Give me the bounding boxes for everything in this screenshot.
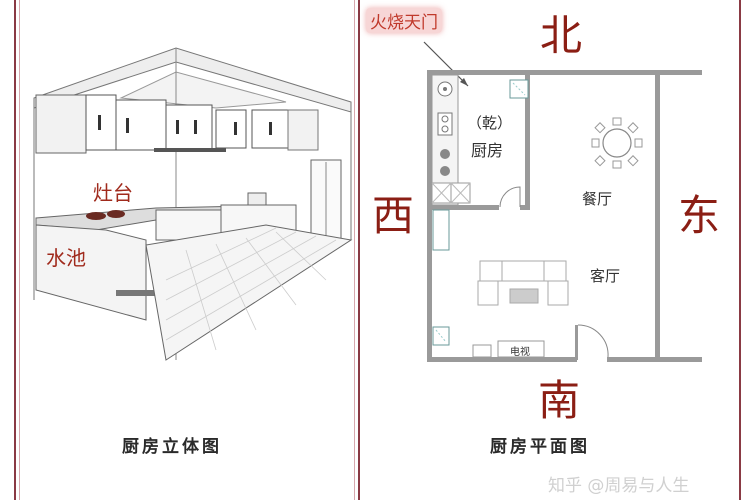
right-panel-frame — [358, 0, 741, 500]
watermark: 知乎 @周易与人生 — [548, 476, 690, 496]
direction-south: 南 — [538, 376, 581, 425]
dining-room-label: 餐厅 — [582, 190, 613, 208]
tv-label: 电视 — [510, 347, 530, 358]
annotation-fire-heaven-gate: 火烧天门 — [366, 8, 442, 33]
wall-north — [427, 70, 702, 75]
kitchen-3d-illustration — [33, 47, 353, 361]
right-panel-caption: 厨房平面图 — [490, 437, 590, 457]
wall-south-right — [607, 357, 702, 362]
left-panel-caption: 厨房立体图 — [122, 437, 222, 457]
stove-label: 灶台 — [93, 181, 133, 205]
wall-kitchen-stub — [520, 205, 530, 210]
floor-plan-fixtures — [431, 74, 643, 358]
wall-east-inner — [655, 70, 660, 362]
wall-south-left — [427, 357, 577, 362]
left-panel-inner-frame — [19, 0, 355, 500]
living-room-label: 客厅 — [590, 267, 621, 285]
wall-door-jamb — [575, 325, 578, 360]
kitchen-trigram-label: （乾） — [467, 114, 513, 132]
direction-north: 北 — [540, 11, 583, 60]
annotation-arrow — [423, 41, 469, 87]
direction-east: 东 — [678, 191, 721, 240]
wall-kitchen-south — [427, 205, 499, 210]
kitchen-label: 厨房 — [471, 141, 504, 160]
sink-label: 水池 — [46, 246, 86, 270]
direction-west: 西 — [372, 191, 415, 240]
wall-kitchen-east — [525, 70, 530, 210]
wall-west — [427, 70, 432, 362]
